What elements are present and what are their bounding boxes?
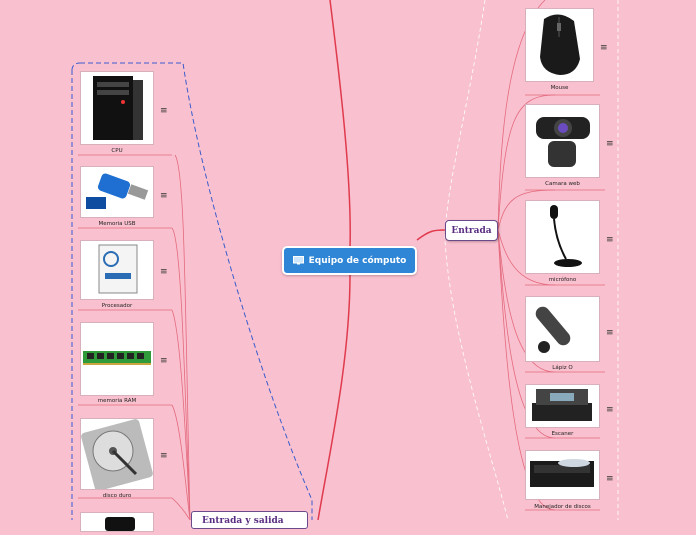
memoria-ram-image[interactable] [80, 322, 154, 396]
disco-duro-label: disco duro [102, 493, 132, 499]
connector-lines [71, 0, 619, 520]
manejador-de-discos-label: Manejador de discos [534, 504, 591, 510]
mouse-label: Mouse [550, 85, 569, 91]
camara-web-note-icon[interactable]: ≡ [606, 139, 614, 149]
disco-duro-note-icon[interactable]: ≡ [160, 451, 168, 461]
cpu-image[interactable] [80, 71, 154, 145]
central-topic-label: Equipo de cómputo [308, 255, 407, 266]
microfono-image[interactable] [525, 200, 600, 274]
topic-entrada-label: Entrada [451, 225, 492, 236]
topic-entrada-salida-label: Entrada y salida [202, 516, 284, 526]
cpu-note-icon[interactable]: ≡ [160, 106, 168, 116]
topic-entrada-salida[interactable]: Entrada y salida [191, 511, 308, 529]
memoria-ram-note-icon[interactable]: ≡ [160, 356, 168, 366]
topic-entrada[interactable]: Entrada [445, 220, 498, 241]
mouse-image[interactable] [525, 8, 594, 82]
microfono-note-icon[interactable]: ≡ [606, 235, 614, 245]
memoria-ram-label: memoria RAM [97, 398, 137, 404]
memoria-usb-note-icon[interactable]: ≡ [160, 191, 168, 201]
memoria-usb-label: Memoria USB [98, 221, 136, 227]
procesador-label: Procesador [101, 303, 133, 309]
mouse-note-icon[interactable]: ≡ [600, 43, 608, 53]
microfono-label: micrófono [548, 277, 577, 283]
manejador-de-discos-image[interactable] [525, 450, 600, 500]
procesador-image[interactable] [80, 240, 154, 300]
camara-web-image[interactable] [525, 104, 600, 178]
lapiz-optico-note-icon[interactable]: ≡ [606, 328, 614, 338]
lapiz-optico-image[interactable] [525, 296, 600, 362]
lapiz-optico-label: Lápiz O [552, 365, 573, 371]
camara-web-label: Camara web [545, 181, 580, 187]
left-item-6-image[interactable] [80, 512, 154, 532]
memoria-usb-image[interactable] [80, 166, 154, 218]
computer-icon [292, 256, 304, 265]
escaner-note-icon[interactable]: ≡ [606, 405, 614, 415]
escaner-image[interactable] [525, 384, 600, 428]
procesador-note-icon[interactable]: ≡ [160, 267, 168, 277]
cpu-label: CPU [111, 148, 123, 154]
manejador-de-discos-note-icon[interactable]: ≡ [606, 474, 614, 484]
central-topic-node[interactable]: Equipo de cómputo [282, 246, 417, 275]
escaner-label: Escaner [551, 431, 574, 437]
disco-duro-image[interactable] [80, 418, 154, 491]
